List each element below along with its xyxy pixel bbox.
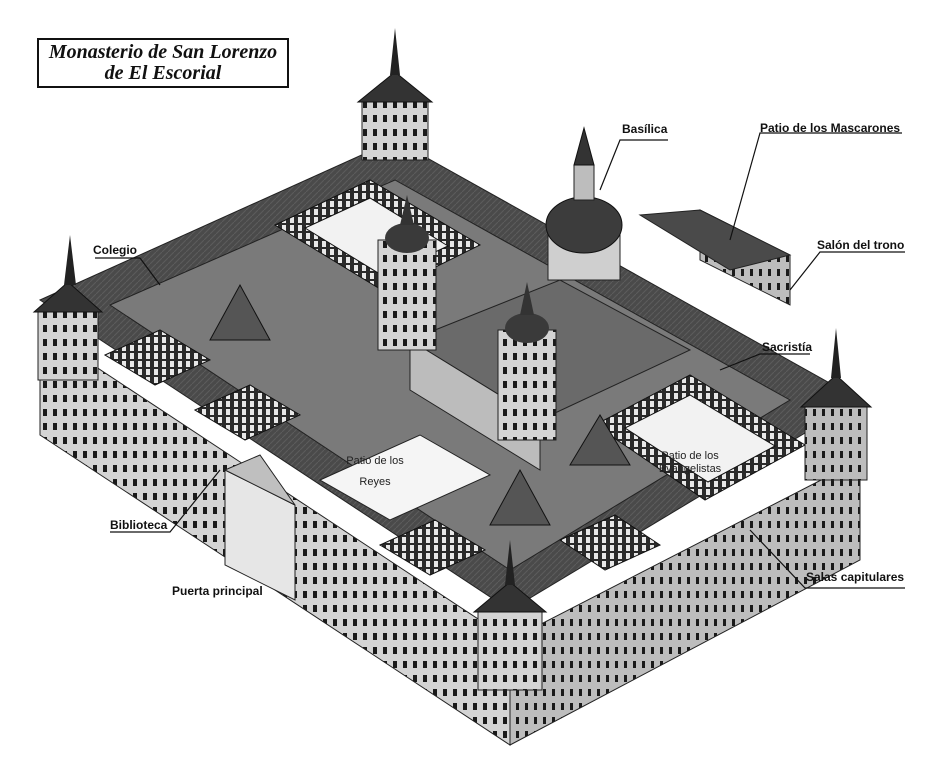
label-patio-reyes-line2: Reyes xyxy=(359,476,391,488)
dome xyxy=(545,196,623,254)
tower-east xyxy=(804,404,868,481)
tower-east-spire xyxy=(831,328,841,378)
tower-east-roof xyxy=(799,374,873,408)
tower-south xyxy=(477,609,543,691)
leader-colegio-pointer xyxy=(139,257,161,286)
label-biblioteca: Biblioteca xyxy=(110,518,168,532)
label-sacristia: Sacristía xyxy=(762,340,813,354)
label-patio-reyes: Patio de los Reyes xyxy=(335,455,415,489)
label-patio-reyes-line1: Patio de los xyxy=(346,455,404,467)
label-salon-trono: Salón del trono xyxy=(817,238,905,252)
tower-west-spire xyxy=(64,235,76,285)
cloister-west-1 xyxy=(103,329,212,386)
leader-mascarones xyxy=(729,132,902,241)
south-facade xyxy=(509,459,861,746)
tower-north-roof xyxy=(356,71,434,103)
east-wing-roof xyxy=(638,209,792,271)
lantern-spire xyxy=(573,126,595,166)
leader-salas xyxy=(749,529,905,589)
basilica-tower-right-spire xyxy=(520,282,534,315)
main-portal-pediment xyxy=(223,454,296,506)
patio-reyes xyxy=(318,434,492,521)
tower-north-spire xyxy=(390,28,400,75)
basilica-tower-left-dome xyxy=(385,223,429,253)
tower-south-roof xyxy=(472,581,548,613)
cloister-west-2 xyxy=(193,384,302,441)
basilica-tower-left xyxy=(377,239,437,351)
label-patio-mascarones: Patio de los Mascarones xyxy=(760,121,901,135)
title-line-2: de El Escorial xyxy=(104,62,222,84)
label-salas-capitulares: Salas capitulares xyxy=(806,570,905,584)
lantern xyxy=(573,164,595,201)
basilica-tower-right xyxy=(497,329,557,441)
label-patio-evangelistas: Patio de los Evangelistas xyxy=(650,450,730,476)
tower-north xyxy=(361,99,429,161)
tower-west xyxy=(37,309,99,381)
label-patio-evangelistas-line2: Evangelistas xyxy=(658,463,722,475)
diagram-title: Monasterio de San Lorenzo de El Escorial xyxy=(37,38,289,88)
label-basilica: Basílica xyxy=(622,122,668,136)
pyramid-tower-3 xyxy=(569,414,631,466)
title-line-1: Monasterio de San Lorenzo xyxy=(48,41,278,63)
leader-basilica xyxy=(599,139,668,191)
leader-sacristia xyxy=(719,353,810,371)
tower-west-roof xyxy=(32,281,104,313)
cloister-south-1 xyxy=(378,519,487,576)
label-colegio: Colegio xyxy=(93,243,137,257)
leader-lines xyxy=(95,132,905,589)
cloister-south-2 xyxy=(558,514,662,571)
pyramid-tower-1 xyxy=(209,283,271,341)
basilica-tower-right-dome xyxy=(505,313,549,343)
leader-salon xyxy=(789,251,905,291)
cloister-evangelistas-court xyxy=(624,394,777,483)
leader-biblioteca xyxy=(110,469,221,533)
label-patio-evangelistas-line1: Patio de los xyxy=(661,450,719,462)
label-puerta-principal: Puerta principal xyxy=(172,584,263,598)
basilica-tower-left-spire xyxy=(400,195,414,225)
tower-south-spire xyxy=(505,540,515,585)
pyramid-tower-2 xyxy=(489,468,551,526)
